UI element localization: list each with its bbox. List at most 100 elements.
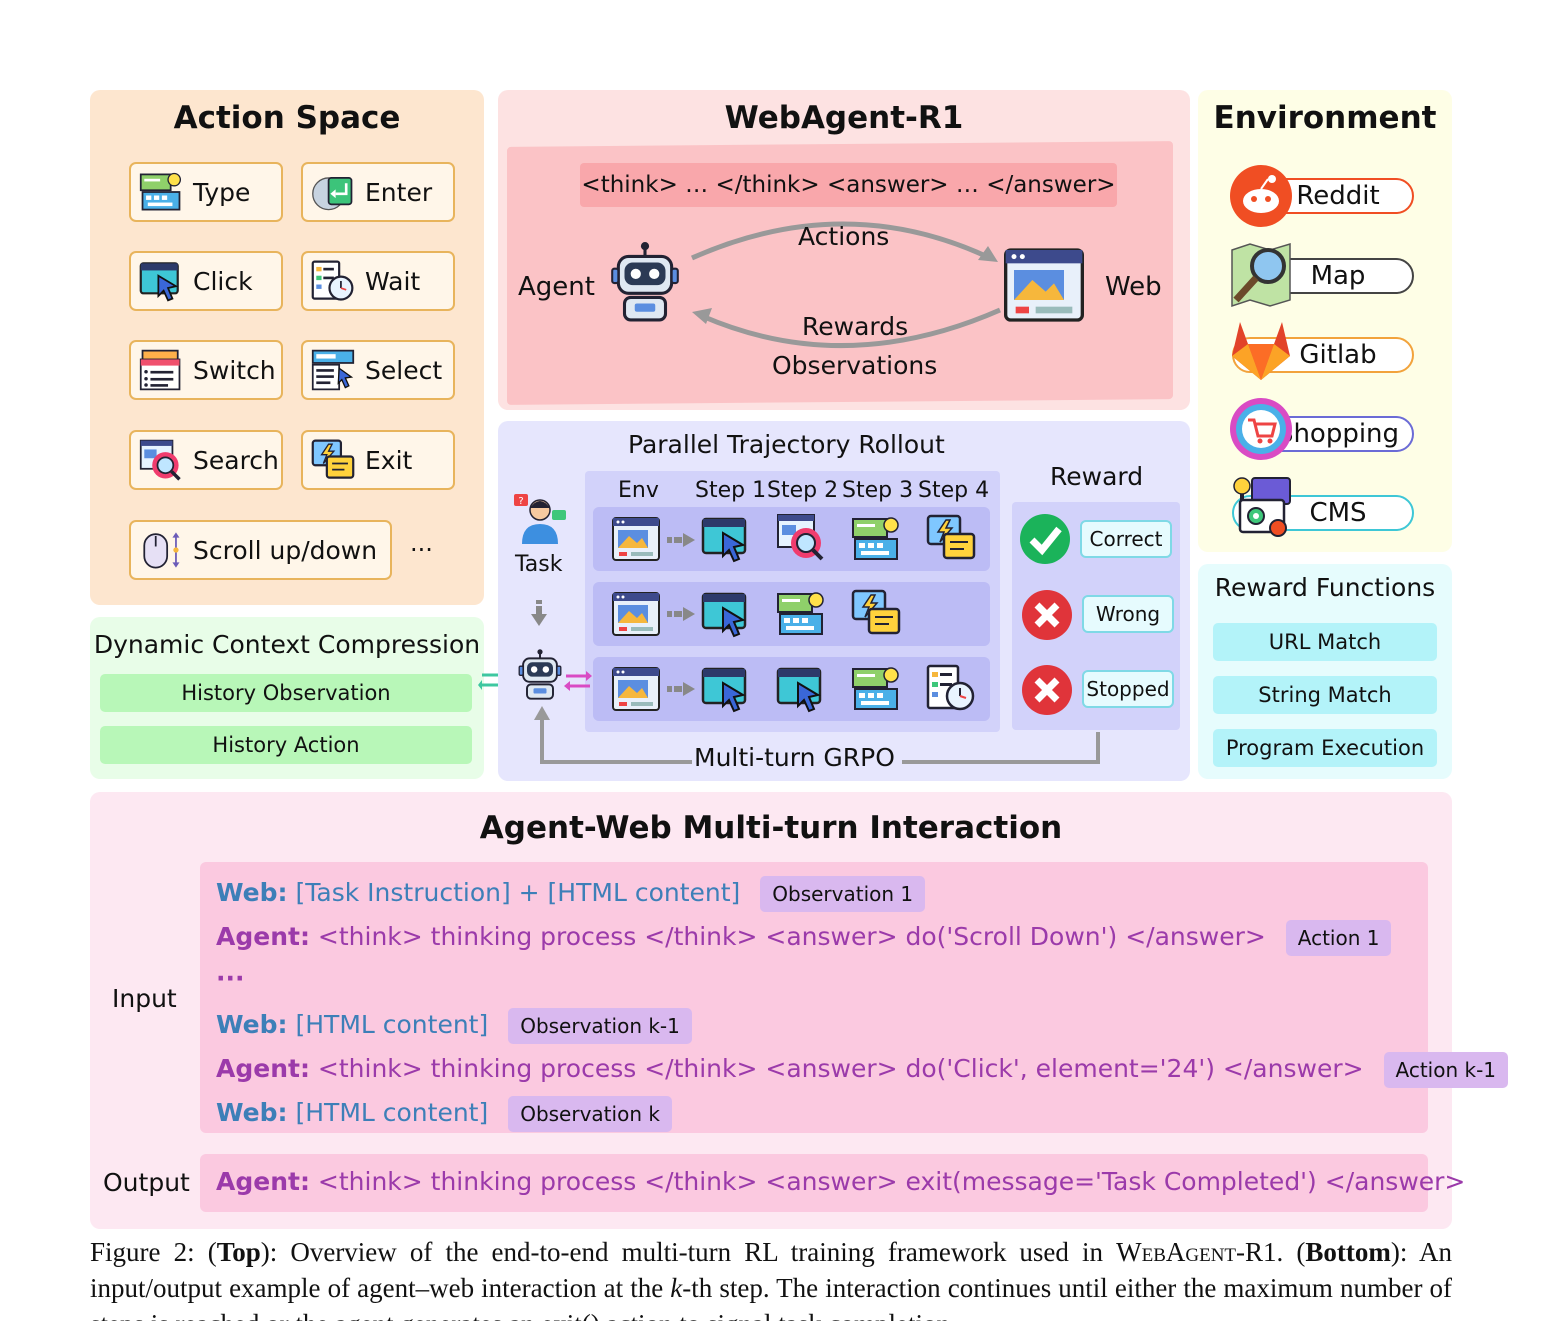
action-tag: Action k-1 bbox=[1383, 1052, 1509, 1088]
action-label: Search bbox=[193, 445, 279, 475]
env-screen-icon bbox=[611, 590, 661, 638]
line-text: <think> thinking process </think> <answe… bbox=[317, 922, 1266, 951]
caption-part4: -th step. The interaction continues unti… bbox=[90, 1273, 1452, 1321]
environment-title: Environment bbox=[1213, 100, 1437, 136]
line-agent-action-1: Agent: <think> thinking process </think>… bbox=[216, 920, 1392, 956]
line-text: <think> thinking process </think> <answe… bbox=[317, 1054, 1364, 1083]
caption-fig: Figure 2: ( bbox=[90, 1237, 217, 1267]
history-observation: History Observation bbox=[100, 674, 472, 712]
action-space-title: Action Space bbox=[173, 100, 401, 136]
agent-key: Agent: bbox=[216, 1054, 310, 1083]
arrow-right-icon bbox=[667, 607, 695, 621]
dropdown-select-icon bbox=[311, 348, 355, 392]
header-step-2: Step 2 bbox=[767, 478, 839, 503]
caption-k: k bbox=[670, 1273, 683, 1303]
reward-functions-title: Reward Functions bbox=[1214, 573, 1436, 602]
rewards-label: Rewards bbox=[802, 312, 909, 341]
line-text: [HTML content] bbox=[295, 1010, 489, 1039]
caption-bottom: Bottom bbox=[1305, 1237, 1391, 1267]
action-label: Wait bbox=[365, 266, 421, 296]
web-page-icon bbox=[1002, 245, 1086, 325]
clock-checklist-icon bbox=[311, 259, 355, 303]
web-key: Web: bbox=[216, 1010, 288, 1039]
env-reddit: Reddit bbox=[1232, 178, 1414, 214]
line-agent-output: Agent: <think> thinking process </think>… bbox=[216, 1167, 1465, 1196]
cross-icon bbox=[1022, 590, 1072, 640]
action-switch: Switch bbox=[129, 340, 283, 400]
output-box bbox=[200, 1154, 1428, 1212]
input-label: Input bbox=[112, 984, 177, 1013]
header-step-4: Step 4 bbox=[918, 478, 990, 503]
reward-title: Reward bbox=[1050, 462, 1144, 491]
action-label: Click bbox=[193, 266, 253, 296]
action-scroll: Scroll up/down bbox=[129, 520, 392, 580]
task-label: Task bbox=[515, 552, 563, 577]
reward-stopped: Stopped bbox=[1082, 670, 1174, 708]
line-ellipsis: ··· bbox=[216, 964, 245, 993]
actions-label: Actions bbox=[798, 222, 890, 251]
compression-title: Dynamic Context Compression bbox=[93, 630, 481, 659]
environment-panel bbox=[1198, 90, 1452, 552]
action-label: Select bbox=[365, 355, 443, 385]
robot-agent-icon bbox=[604, 240, 686, 322]
grpo-label: Multi-turn GRPO bbox=[694, 743, 895, 772]
magnifier-icon bbox=[139, 438, 183, 482]
agent-key: Agent: bbox=[216, 1167, 310, 1196]
task-person-icon: ? bbox=[514, 494, 566, 544]
map-magnifier-icon bbox=[1231, 242, 1291, 308]
gitlab-fox-icon bbox=[1232, 322, 1290, 380]
header-step-1: Step 1 bbox=[695, 478, 767, 503]
swap-arrows-pink-icon bbox=[564, 671, 592, 691]
action-label: Scroll up/down bbox=[193, 535, 378, 565]
rollout-title: Parallel Trajectory Rollout bbox=[628, 430, 945, 459]
action-type: Type bbox=[129, 162, 283, 222]
more-ellipsis: ··· bbox=[410, 536, 433, 564]
cms-settings-icon bbox=[1233, 477, 1291, 537]
check-icon bbox=[1020, 514, 1070, 564]
exit-icon bbox=[926, 514, 976, 562]
line-web-observation-k: Web: [HTML content] Observation k bbox=[216, 1096, 672, 1132]
line-web-observation-1: Web: [Task Instruction] + [HTML content]… bbox=[216, 876, 926, 912]
action-label: Switch bbox=[193, 355, 276, 385]
web-key: Web: bbox=[216, 878, 288, 907]
env-label: Reddit bbox=[1296, 181, 1380, 211]
webagent-title: WebAgent-R1 bbox=[724, 100, 964, 136]
observation-tag: Observation 1 bbox=[760, 876, 926, 912]
caption-part2: . ( bbox=[1276, 1237, 1306, 1267]
caption-part1: ): Overview of the end-to-end multi-turn… bbox=[260, 1237, 1117, 1267]
string-match: String Match bbox=[1213, 676, 1437, 714]
action-enter: Enter bbox=[301, 162, 455, 222]
env-label: Gitlab bbox=[1299, 340, 1377, 370]
svg-text:?: ? bbox=[518, 496, 523, 507]
format-bar: <think> … </think> <answer> … </answer> bbox=[580, 163, 1117, 207]
reddit-icon bbox=[1230, 165, 1292, 227]
history-action: History Action bbox=[100, 726, 472, 764]
enter-key-icon bbox=[311, 170, 355, 214]
env-shopping: Shopping bbox=[1232, 416, 1414, 452]
action-label: Type bbox=[193, 177, 251, 207]
env-label: CMS bbox=[1309, 498, 1367, 528]
caption-part3: ): An input/output example of agent–web … bbox=[90, 1237, 1452, 1303]
line-text: [HTML content] bbox=[295, 1098, 489, 1127]
env-label: Map bbox=[1310, 261, 1366, 291]
action-click: Click bbox=[129, 251, 283, 311]
header-env: Env bbox=[618, 478, 659, 503]
line-agent-action-k-1: Agent: <think> thinking process </think>… bbox=[216, 1052, 1509, 1088]
type-icon bbox=[776, 590, 826, 638]
action-label: Exit bbox=[365, 445, 413, 475]
env-screen-icon bbox=[611, 515, 661, 563]
observation-tag: Observation k bbox=[508, 1096, 672, 1132]
cursor-click-icon bbox=[139, 259, 183, 303]
output-label: Output bbox=[103, 1168, 190, 1197]
env-label: Shopping bbox=[1276, 419, 1400, 449]
shopping-cart-icon bbox=[1230, 398, 1292, 460]
exit-icon bbox=[851, 589, 901, 637]
click-icon bbox=[701, 515, 751, 563]
caption-name: WebAgent-R1 bbox=[1116, 1237, 1277, 1267]
reward-wrong: Wrong bbox=[1082, 595, 1174, 633]
interaction-arrows bbox=[690, 221, 1002, 348]
action-label: Enter bbox=[365, 177, 433, 207]
line-web-observation-k-1: Web: [HTML content] Observation k-1 bbox=[216, 1008, 692, 1044]
tabs-icon bbox=[139, 348, 183, 392]
arrow-right-icon bbox=[667, 533, 695, 547]
